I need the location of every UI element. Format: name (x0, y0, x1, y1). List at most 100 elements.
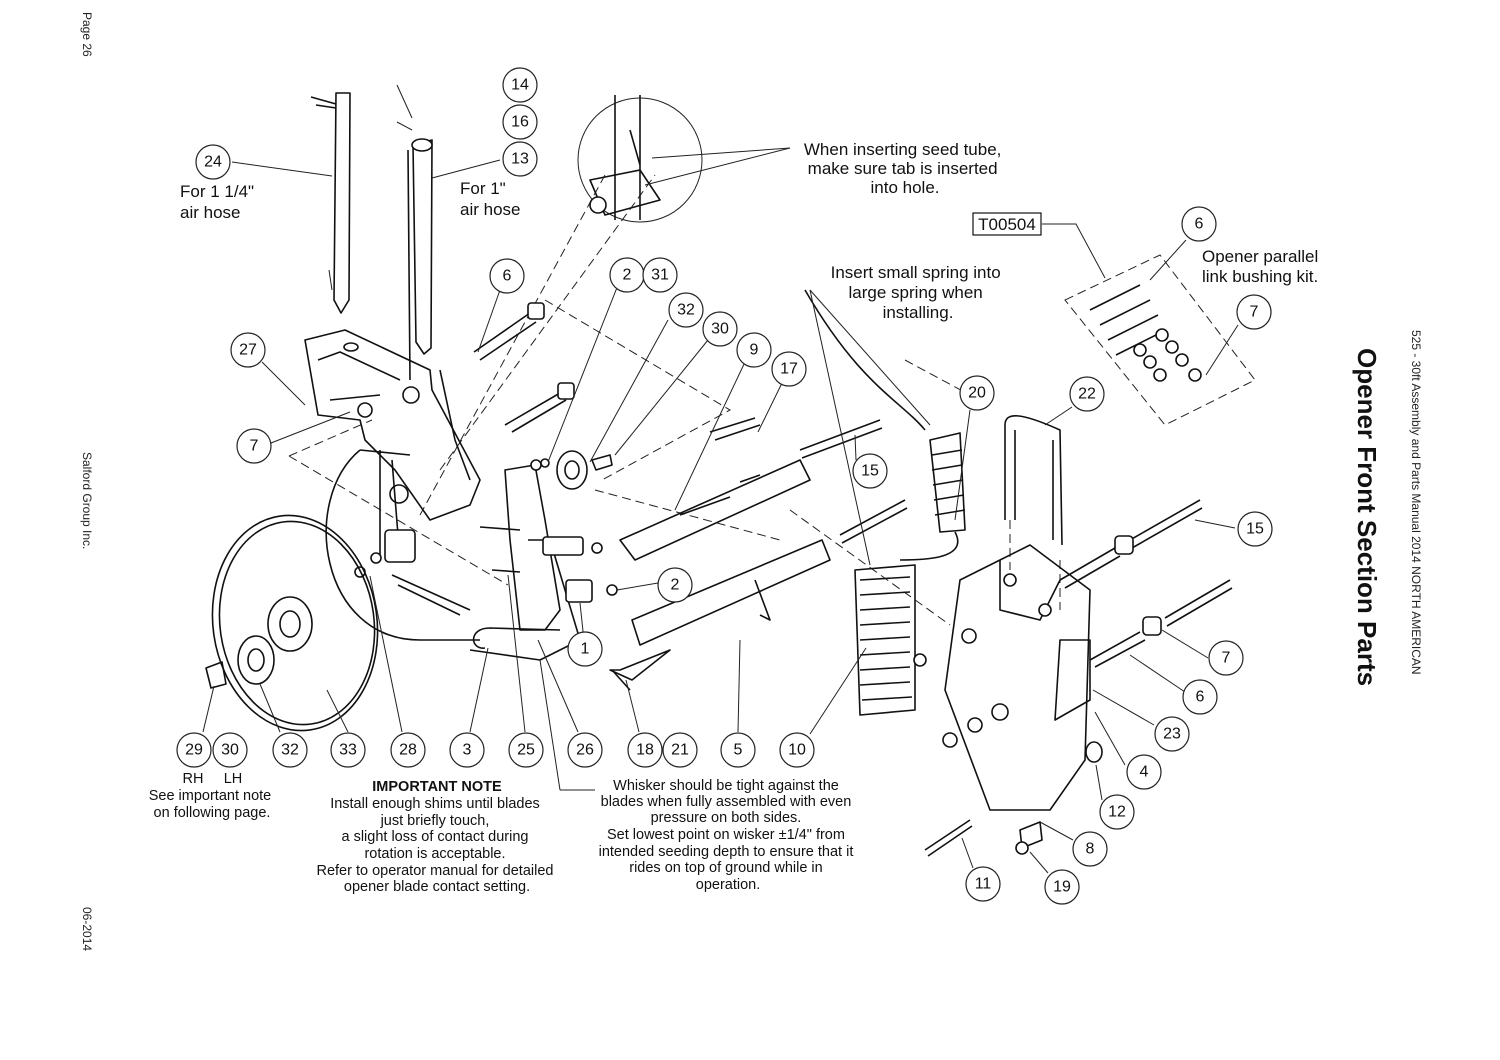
callout-30: 30 (702, 311, 738, 347)
svg-text:3: 3 (463, 742, 472, 759)
callout-4: 4 (1126, 754, 1162, 790)
callout-2: 2 (609, 257, 645, 293)
exploded-view-diagram: T00504 When inserting seed tube, make su… (149, 67, 1323, 905)
svg-text:14: 14 (511, 77, 529, 94)
svg-text:21: 21 (671, 742, 689, 759)
callout-7: 7 (1236, 294, 1272, 330)
kit-code-box: T00504 (972, 212, 1042, 236)
callout-27: 27 (230, 332, 266, 368)
svg-text:7: 7 (1250, 304, 1259, 321)
svg-text:19: 19 (1053, 879, 1071, 896)
svg-text:11: 11 (975, 876, 992, 893)
svg-text:16: 16 (511, 114, 529, 131)
svg-text:24: 24 (204, 154, 222, 171)
callout-14: 14 (502, 67, 538, 103)
callout-22: 22 (1069, 376, 1105, 412)
callout-19: 19 (1044, 869, 1080, 905)
svg-text:23: 23 (1163, 726, 1181, 743)
callout-29: 29 (176, 732, 212, 768)
callout-26: 26 (567, 732, 603, 768)
bushing-kit-items (1089, 284, 1202, 382)
seed-tube-detail (589, 95, 661, 220)
callout-10: 10 (779, 732, 815, 768)
svg-text:1: 1 (581, 641, 590, 658)
callout-16: 16 (502, 104, 538, 140)
svg-text:6: 6 (1196, 689, 1205, 706)
callout-21: 21 (662, 732, 698, 768)
see-note: See important note on following page. (149, 788, 276, 821)
callout-33: 33 (330, 732, 366, 768)
callout-31: 31 (642, 257, 678, 293)
svg-text:18: 18 (636, 742, 654, 759)
mounting-bracket (913, 544, 1103, 855)
svg-text:17: 17 (780, 361, 798, 378)
svg-text:5: 5 (734, 742, 743, 759)
svg-text:13: 13 (511, 151, 529, 168)
callout-20: 20 (959, 375, 995, 411)
callout-11: 11 (965, 866, 1001, 902)
svg-text:15: 15 (861, 463, 879, 480)
svg-text:2: 2 (671, 577, 680, 594)
svg-text:20: 20 (968, 385, 986, 402)
svg-text:6: 6 (1195, 216, 1204, 233)
svg-text:32: 32 (677, 302, 695, 319)
callout-25: 25 (508, 732, 544, 768)
svg-text:7: 7 (250, 438, 259, 455)
leader-lines (202, 84, 1239, 874)
whisker-note: Whisker should be tight against the blad… (599, 778, 858, 893)
callout-2: 2 (657, 567, 693, 603)
kit-code: T00504 (978, 215, 1036, 234)
svg-text:8: 8 (1086, 841, 1095, 858)
callout-15: 15 (852, 453, 888, 489)
bushing-kit-note: Opener parallel link bushing kit. (1202, 247, 1323, 286)
svg-text:26: 26 (576, 742, 594, 759)
svg-text:22: 22 (1078, 386, 1096, 403)
svg-text:28: 28 (399, 742, 417, 759)
callout-12: 12 (1099, 794, 1135, 830)
svg-text:31: 31 (651, 267, 669, 284)
callout-8: 8 (1072, 831, 1108, 867)
callout-15: 15 (1237, 511, 1273, 547)
callout-7: 7 (236, 428, 272, 464)
callout-1: 1 (567, 631, 603, 667)
assembly-lines (288, 97, 1256, 626)
bolt-and-washers-top (473, 302, 613, 490)
page-title: Opener Front Section Parts (1352, 348, 1382, 687)
seed-tube-1 (407, 138, 433, 381)
svg-text:32: 32 (281, 742, 299, 759)
svg-text:7: 7 (1222, 650, 1231, 667)
long-bolts (799, 419, 1233, 857)
important-note-title: IMPORTANT NOTE (372, 779, 502, 795)
disc-blade-inner (325, 449, 480, 641)
opener-frame (304, 329, 481, 521)
svg-text:10: 10 (788, 742, 806, 759)
callout-30: 30 (212, 732, 248, 768)
callout-24: 24 (195, 144, 231, 180)
seed-tube-note: When inserting seed tube, make sure tab … (804, 140, 1006, 197)
callout-6: 6 (1181, 206, 1217, 242)
disc-blade (205, 514, 379, 732)
parallel-links (609, 417, 831, 691)
svg-text:25: 25 (517, 742, 535, 759)
callout-6: 6 (1182, 679, 1218, 715)
svg-text:4: 4 (1140, 764, 1149, 781)
lh-label: LH (224, 771, 243, 787)
callout-28: 28 (390, 732, 426, 768)
svg-text:30: 30 (711, 321, 729, 338)
hose-1-25-note: For 1 1/4" air hose (180, 182, 259, 222)
callout-9: 9 (736, 332, 772, 368)
callout-5: 5 (720, 732, 756, 768)
u-bolt (1004, 415, 1063, 546)
callout-23: 23 (1154, 716, 1190, 752)
rh-label: RH (183, 771, 204, 787)
svg-text:6: 6 (503, 268, 512, 285)
svg-text:12: 12 (1108, 804, 1126, 821)
hose-1-note: For 1" air hose (460, 179, 520, 219)
manual-title: 525 - 30ft Assembly and Parts Manual 201… (1409, 330, 1423, 675)
spring-note: Insert small spring into large spring wh… (831, 263, 1006, 322)
callout-32: 32 (668, 292, 704, 328)
svg-text:15: 15 (1246, 521, 1264, 538)
svg-text:27: 27 (239, 342, 257, 359)
springs (804, 289, 966, 716)
